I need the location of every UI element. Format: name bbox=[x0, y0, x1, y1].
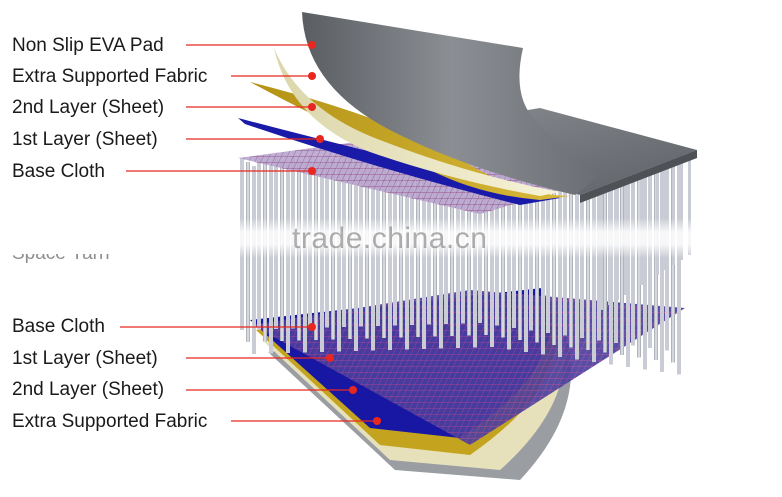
label-base-cloth-bottom: Base Cloth bbox=[12, 316, 105, 337]
yarn-column bbox=[286, 164, 290, 353]
yarn-column bbox=[269, 165, 273, 354]
label-non-slip-eva-pad: Non Slip EVA Pad bbox=[12, 35, 164, 56]
label-second-layer-bottom: 2nd Layer (Sheet) bbox=[12, 379, 165, 400]
watermark-text: trade.china.cn bbox=[292, 222, 488, 255]
leader-dot bbox=[308, 72, 316, 80]
leader-dot bbox=[308, 323, 316, 331]
yarn-column bbox=[677, 151, 681, 375]
label-base-cloth-top: Base Cloth bbox=[12, 161, 105, 182]
leader-dot bbox=[349, 386, 357, 394]
leader-lines bbox=[120, 41, 381, 425]
yarn-column bbox=[626, 152, 630, 367]
leader-dot bbox=[373, 417, 381, 425]
yarn-column bbox=[592, 154, 596, 362]
yarn-column bbox=[664, 152, 667, 270]
yarn-column bbox=[303, 164, 307, 353]
yarn-column bbox=[656, 153, 659, 275]
top-supported-fabric bbox=[274, 48, 560, 196]
leader-dot bbox=[308, 167, 316, 175]
label-extra-supported-fabric-bottom: Extra Supported Fabric bbox=[12, 411, 208, 432]
yarn-column bbox=[672, 151, 675, 265]
yarn-column bbox=[252, 166, 256, 354]
leader-dot bbox=[308, 103, 316, 111]
top-eva-slab-edge bbox=[580, 150, 697, 203]
watermark-band bbox=[0, 218, 782, 258]
yarn-column bbox=[680, 150, 683, 260]
leader-dot bbox=[316, 135, 324, 143]
label-second-layer-top: 2nd Layer (Sheet) bbox=[12, 97, 165, 118]
leader-dot bbox=[326, 354, 334, 362]
top-eva-curl bbox=[302, 12, 600, 195]
yarn-column bbox=[648, 154, 651, 280]
label-extra-supported-fabric-top: Extra Supported Fabric bbox=[12, 66, 208, 87]
yarn-column bbox=[643, 152, 647, 370]
yarn-column bbox=[688, 149, 691, 255]
label-space-yarn: Space Yarn bbox=[12, 254, 110, 265]
leader-dot bbox=[308, 41, 316, 49]
top-second-layer bbox=[250, 82, 570, 200]
label-first-layer-top: 1st Layer (Sheet) bbox=[12, 129, 158, 150]
label-first-layer-bottom: 1st Layer (Sheet) bbox=[12, 348, 158, 369]
yarn-column bbox=[660, 151, 664, 372]
